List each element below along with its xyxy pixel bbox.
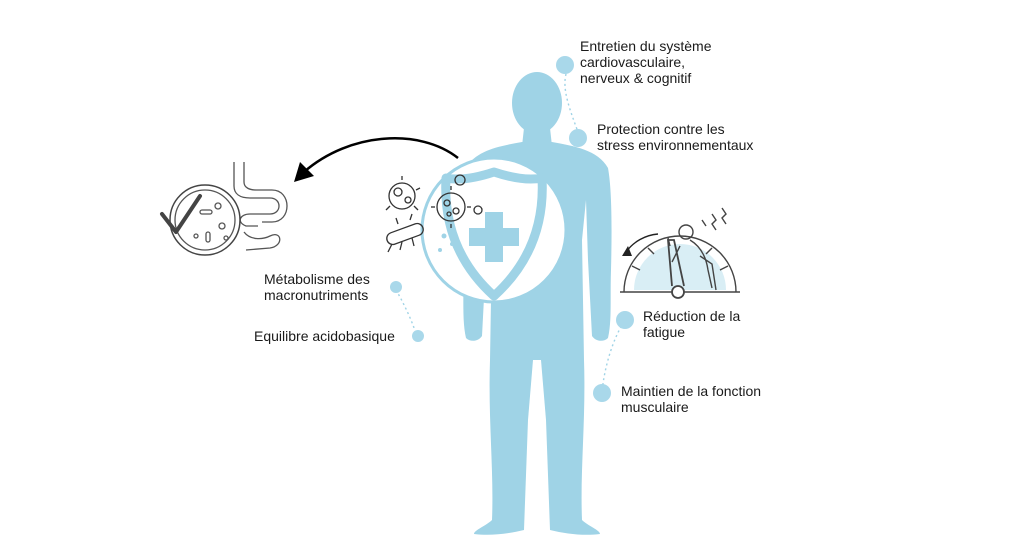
human-body-icon	[462, 72, 612, 535]
dot-cardio	[556, 56, 574, 74]
label-acid: Equilibre acidobasique	[254, 328, 395, 344]
label-metabolism: Métabolisme des macronutriments	[264, 271, 370, 303]
microbe-icon	[385, 174, 483, 253]
intestine-icon	[160, 162, 288, 256]
label-fatigue: Réduction de la fatigue	[643, 308, 741, 340]
dot-metabolism	[390, 281, 402, 293]
dot-stress	[569, 129, 587, 147]
fatigue-gauge-icon	[620, 207, 740, 299]
bullet-dots	[390, 56, 634, 402]
dot-acid	[412, 330, 424, 342]
shield-cross-icon	[420, 156, 568, 304]
label-muscle: Maintien de la fonction musculaire	[621, 383, 762, 415]
label-stress: Protection contre les stress environneme…	[597, 121, 754, 153]
dot-fatigue	[616, 311, 634, 329]
label-cardio: Entretien du système cardiovasculaire, n…	[580, 38, 712, 86]
dot-muscle	[593, 384, 611, 402]
arrow	[294, 137, 459, 182]
